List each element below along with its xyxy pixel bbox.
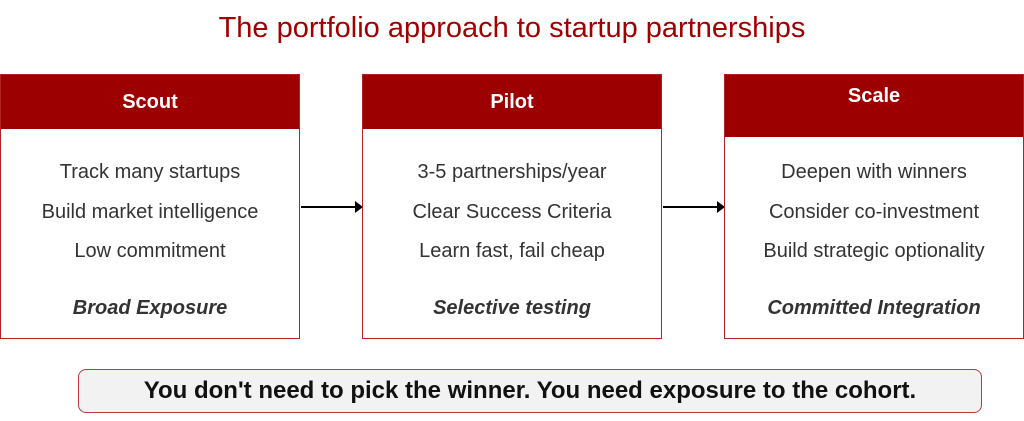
stage-item: Learn fast, fail cheap: [419, 240, 605, 262]
stage-item: Track many startups: [59, 161, 241, 183]
stage-item: Clear Success Criteria: [412, 200, 612, 223]
arrow-right-icon: [663, 201, 725, 213]
stage-item: 3-5 partnerships/year: [417, 161, 607, 183]
stage-card-scale: Scale Deepen with winners Consider co-in…: [724, 74, 1024, 339]
diagram-title: The portfolio approach to startup partne…: [218, 12, 806, 44]
stage-card-scout: Scout Track many startups Build market i…: [0, 74, 300, 339]
stage-item: Deepen with winners: [781, 161, 967, 183]
stage-item: Consider co-investment: [768, 200, 980, 223]
stage-card-pilot: Pilot 3-5 partnerships/year Clear Succes…: [362, 74, 662, 339]
stage-item: Build market intelligence: [41, 200, 259, 223]
key-message-callout: You don't need to pick the winner. You n…: [78, 369, 982, 413]
stage-item: Build strategic optionality: [763, 240, 985, 262]
stage-header: Scout: [1, 75, 299, 129]
stage-tagline: Broad Exposure: [72, 297, 228, 319]
stage-header: Scale: [725, 75, 1023, 137]
arrow-right-icon: [301, 201, 363, 213]
stage-tagline: Committed Integration: [767, 297, 981, 319]
stage-header: Pilot: [363, 75, 661, 129]
stage-tagline: Selective testing: [433, 297, 591, 319]
stage-item: Low commitment: [74, 240, 226, 262]
